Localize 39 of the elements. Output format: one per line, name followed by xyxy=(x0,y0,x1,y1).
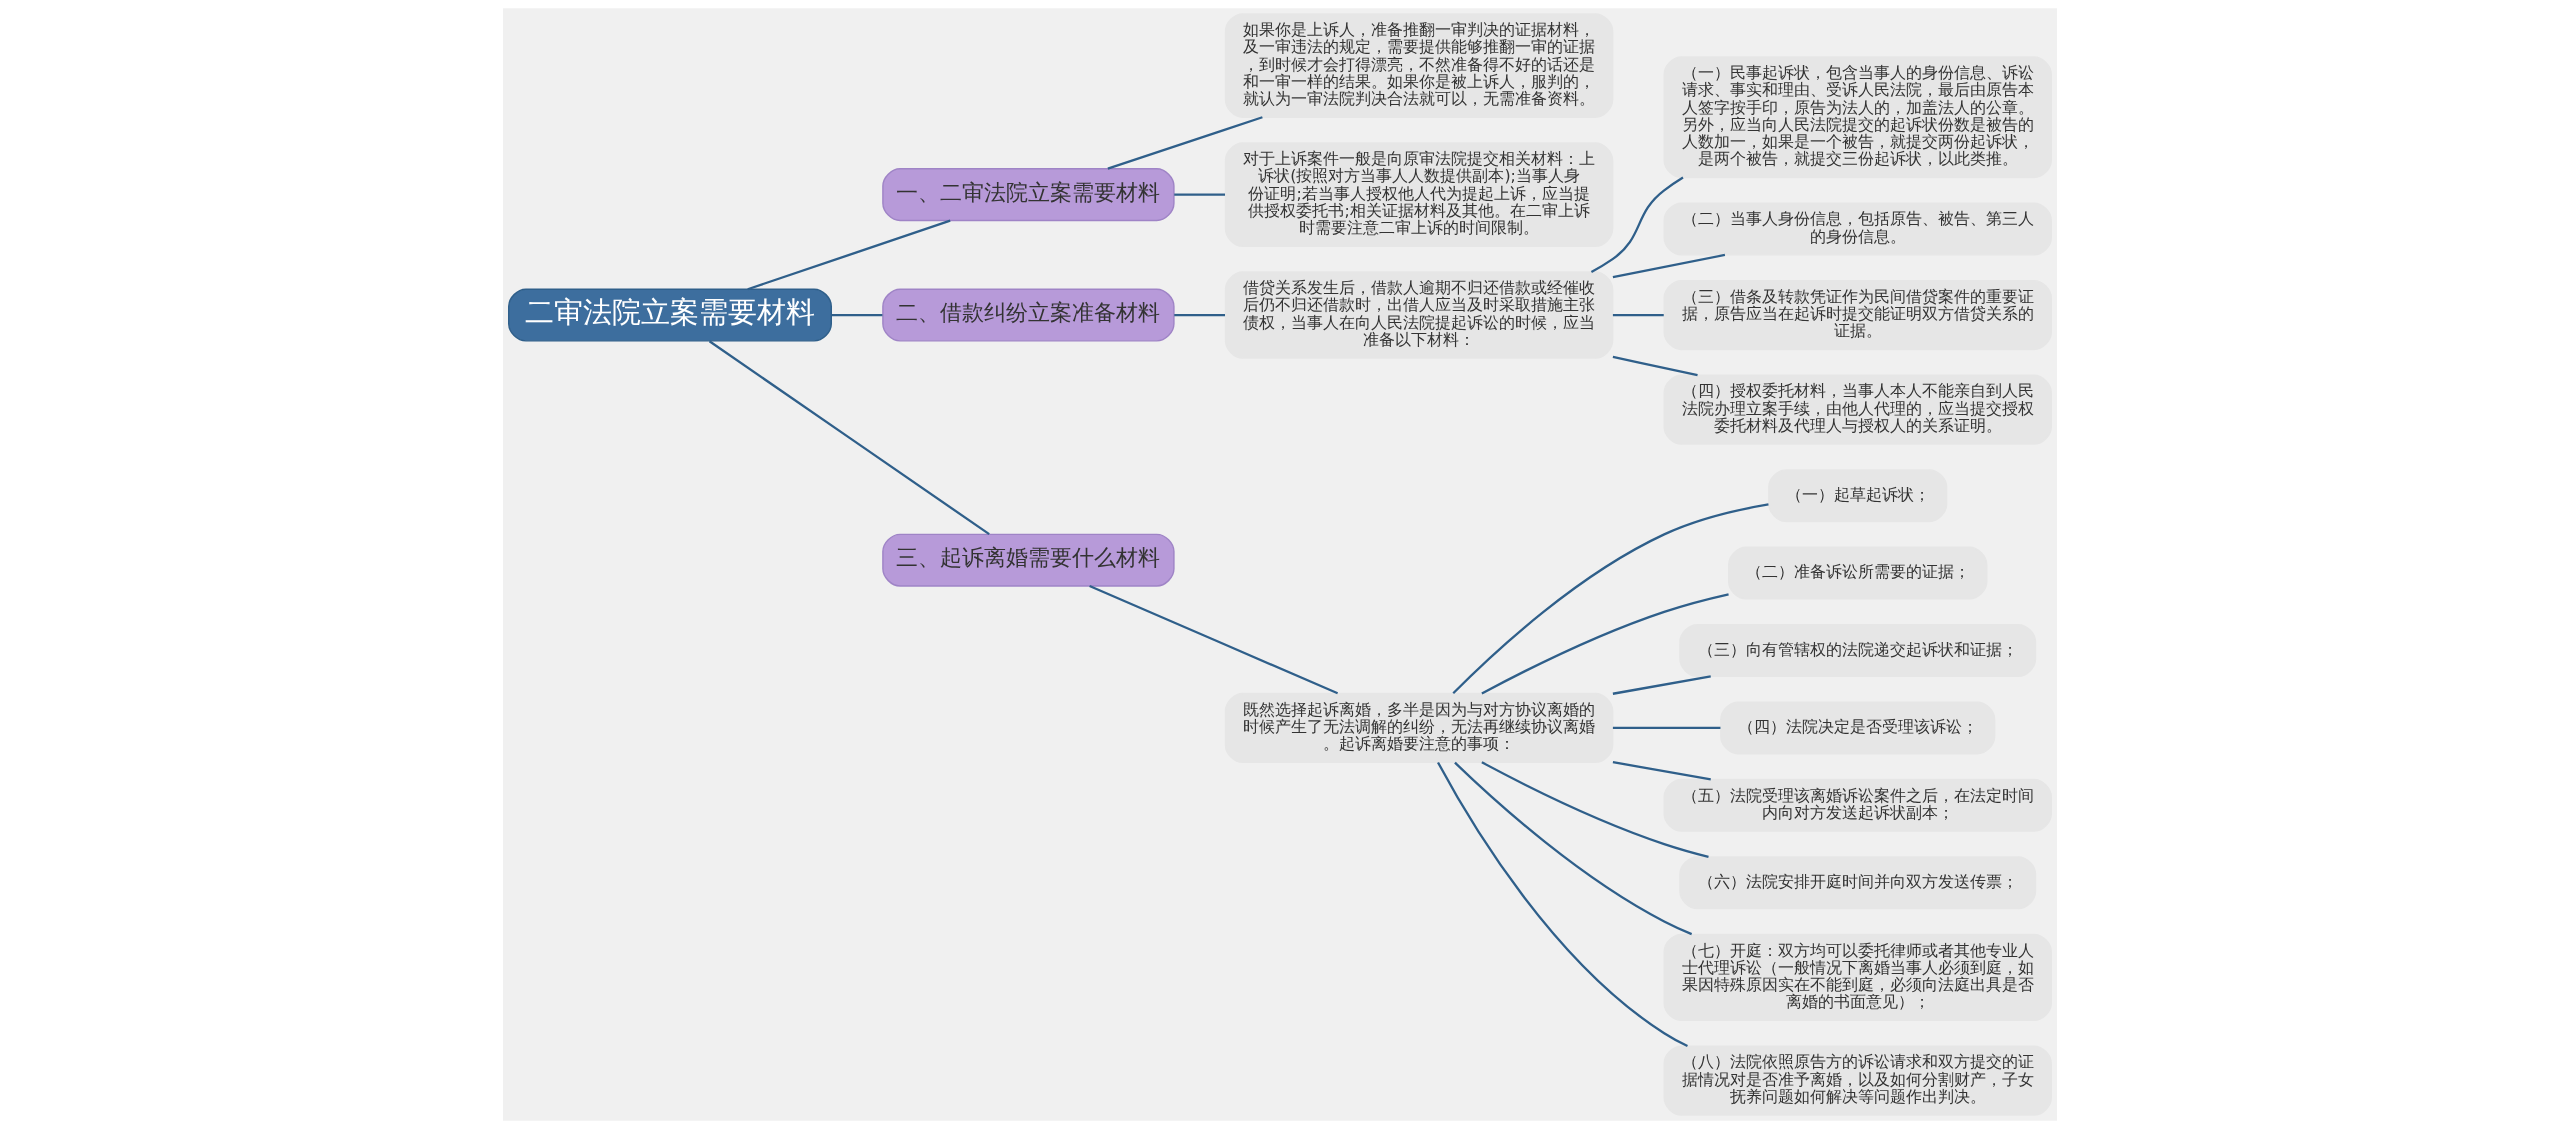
node-box: （二）当事人身份信息，包括原告、被告、第三人的身份信息。 xyxy=(1663,202,2052,256)
connector xyxy=(1612,726,1721,730)
node-box: （三）借条及转款凭证作为民间借贷案件的重要证据，原告应当在起诉时提交能证明双方借贷关系的证据。 xyxy=(1663,279,2052,351)
connector xyxy=(1454,761,1693,936)
node-box: （一）民事起诉状，包含当事人的身份信息、诉讼请求、事实和理由、受诉人民法院，最后由原告本人签字按手印，原告为法人的，加盖法人的公章。另外，应当向人民法院提交的起诉状份数是被告的人数加一，如果是一个被告，就提交两份起诉状，是两个被告，就提交三份起诉状，以此类推。 xyxy=(1663,56,2052,179)
node-box: （三）向有管辖权的法院递交起诉状和证据； xyxy=(1679,624,2037,678)
connector xyxy=(831,313,883,317)
node-box: 既然选择起诉离婚，多半是因为与对方协议离婚的时候产生了无法调解的纠纷，无法再继续协议离婚。起诉离婚要注意的事项： xyxy=(1224,692,1614,764)
connector xyxy=(1612,313,1664,317)
node-box: 对于上诉案件一般是向原审法院提交相关材料：上诉状(按照对方当事人人数提供副本);当事人身份证明;若当事人授权他人代为提起上诉，应当提供授权委托书;相关证据材料及其他。在二审上诉时需要注意二审上诉的时间限制。 xyxy=(1224,142,1614,247)
connector xyxy=(1437,761,1688,1048)
connector xyxy=(1452,503,1769,695)
connector xyxy=(1174,193,1225,196)
node-box: 二审法院立案需要材料 xyxy=(508,288,832,342)
connector xyxy=(1612,253,1726,279)
connector xyxy=(1612,355,1698,377)
connector xyxy=(1481,593,1729,695)
node-box: （六）法院安排开庭时间并向双方发送传票； xyxy=(1679,856,2037,910)
node-box: 一、二审法院立案需要材料 xyxy=(882,168,1175,222)
connector xyxy=(1174,313,1225,317)
node-box: （四）授权委托材料，当事人本人不能亲自到人民法院办理立案手续，由他人代理的，应当提交授权委托材料及代理人与授权人的关系证明。 xyxy=(1663,374,2052,445)
connector xyxy=(708,340,990,536)
connector xyxy=(1107,116,1263,170)
node-box: （五）法院受理该离婚诉讼案件之后，在法定时间内向对方发送起诉状副本； xyxy=(1663,778,2052,832)
node-box: （四）法院决定是否受理该诉讼； xyxy=(1720,701,1996,755)
node-box: 二、借款纠纷立案准备材料 xyxy=(882,288,1175,342)
connector xyxy=(1481,761,1709,858)
node-box: （二）准备诉讼所需要的证据； xyxy=(1728,546,1988,600)
connector xyxy=(1612,760,1711,781)
connector xyxy=(1612,675,1711,695)
node-box: 三、起诉离婚需要什么材料 xyxy=(882,533,1175,587)
connector xyxy=(1089,584,1339,695)
connector xyxy=(1590,176,1684,273)
node-box: 如果你是上诉人，准备推翻一审判决的证据材料，及一审违法的规定，需要提供能够推翻一审的证据，到时候才会打得漂亮，不然准备得不好的话还是和一审一样的结果。如果你是被上诉人，服判的，就认为一审法院判决合法就可以，无需准备资料。 xyxy=(1224,13,1614,118)
connector xyxy=(747,219,951,291)
node-box: （八）法院依照原告方的诉讼请求和双方提交的证据情况对是否准予离婚，以及如何分割财产，子女抚养问题如何解决等问题作出判决。 xyxy=(1663,1045,2052,1116)
node-box: 借贷关系发生后，借款人逾期不归还借款或经催收后仍不归还借款时，出借人应当及时采取措施主张债权，当事人在向人民法院提起诉讼的时候，应当准备以下材料： xyxy=(1224,271,1614,359)
node-box: （七）开庭：双方均可以委托律师或者其他专业人士代理诉讼（一般情况下离婚当事人必须到庭，如果因特殊原因实在不能到庭，必须向法庭出具是否离婚的书面意见）； xyxy=(1663,933,2052,1022)
node-box: （一）起草起诉状； xyxy=(1768,469,1948,523)
